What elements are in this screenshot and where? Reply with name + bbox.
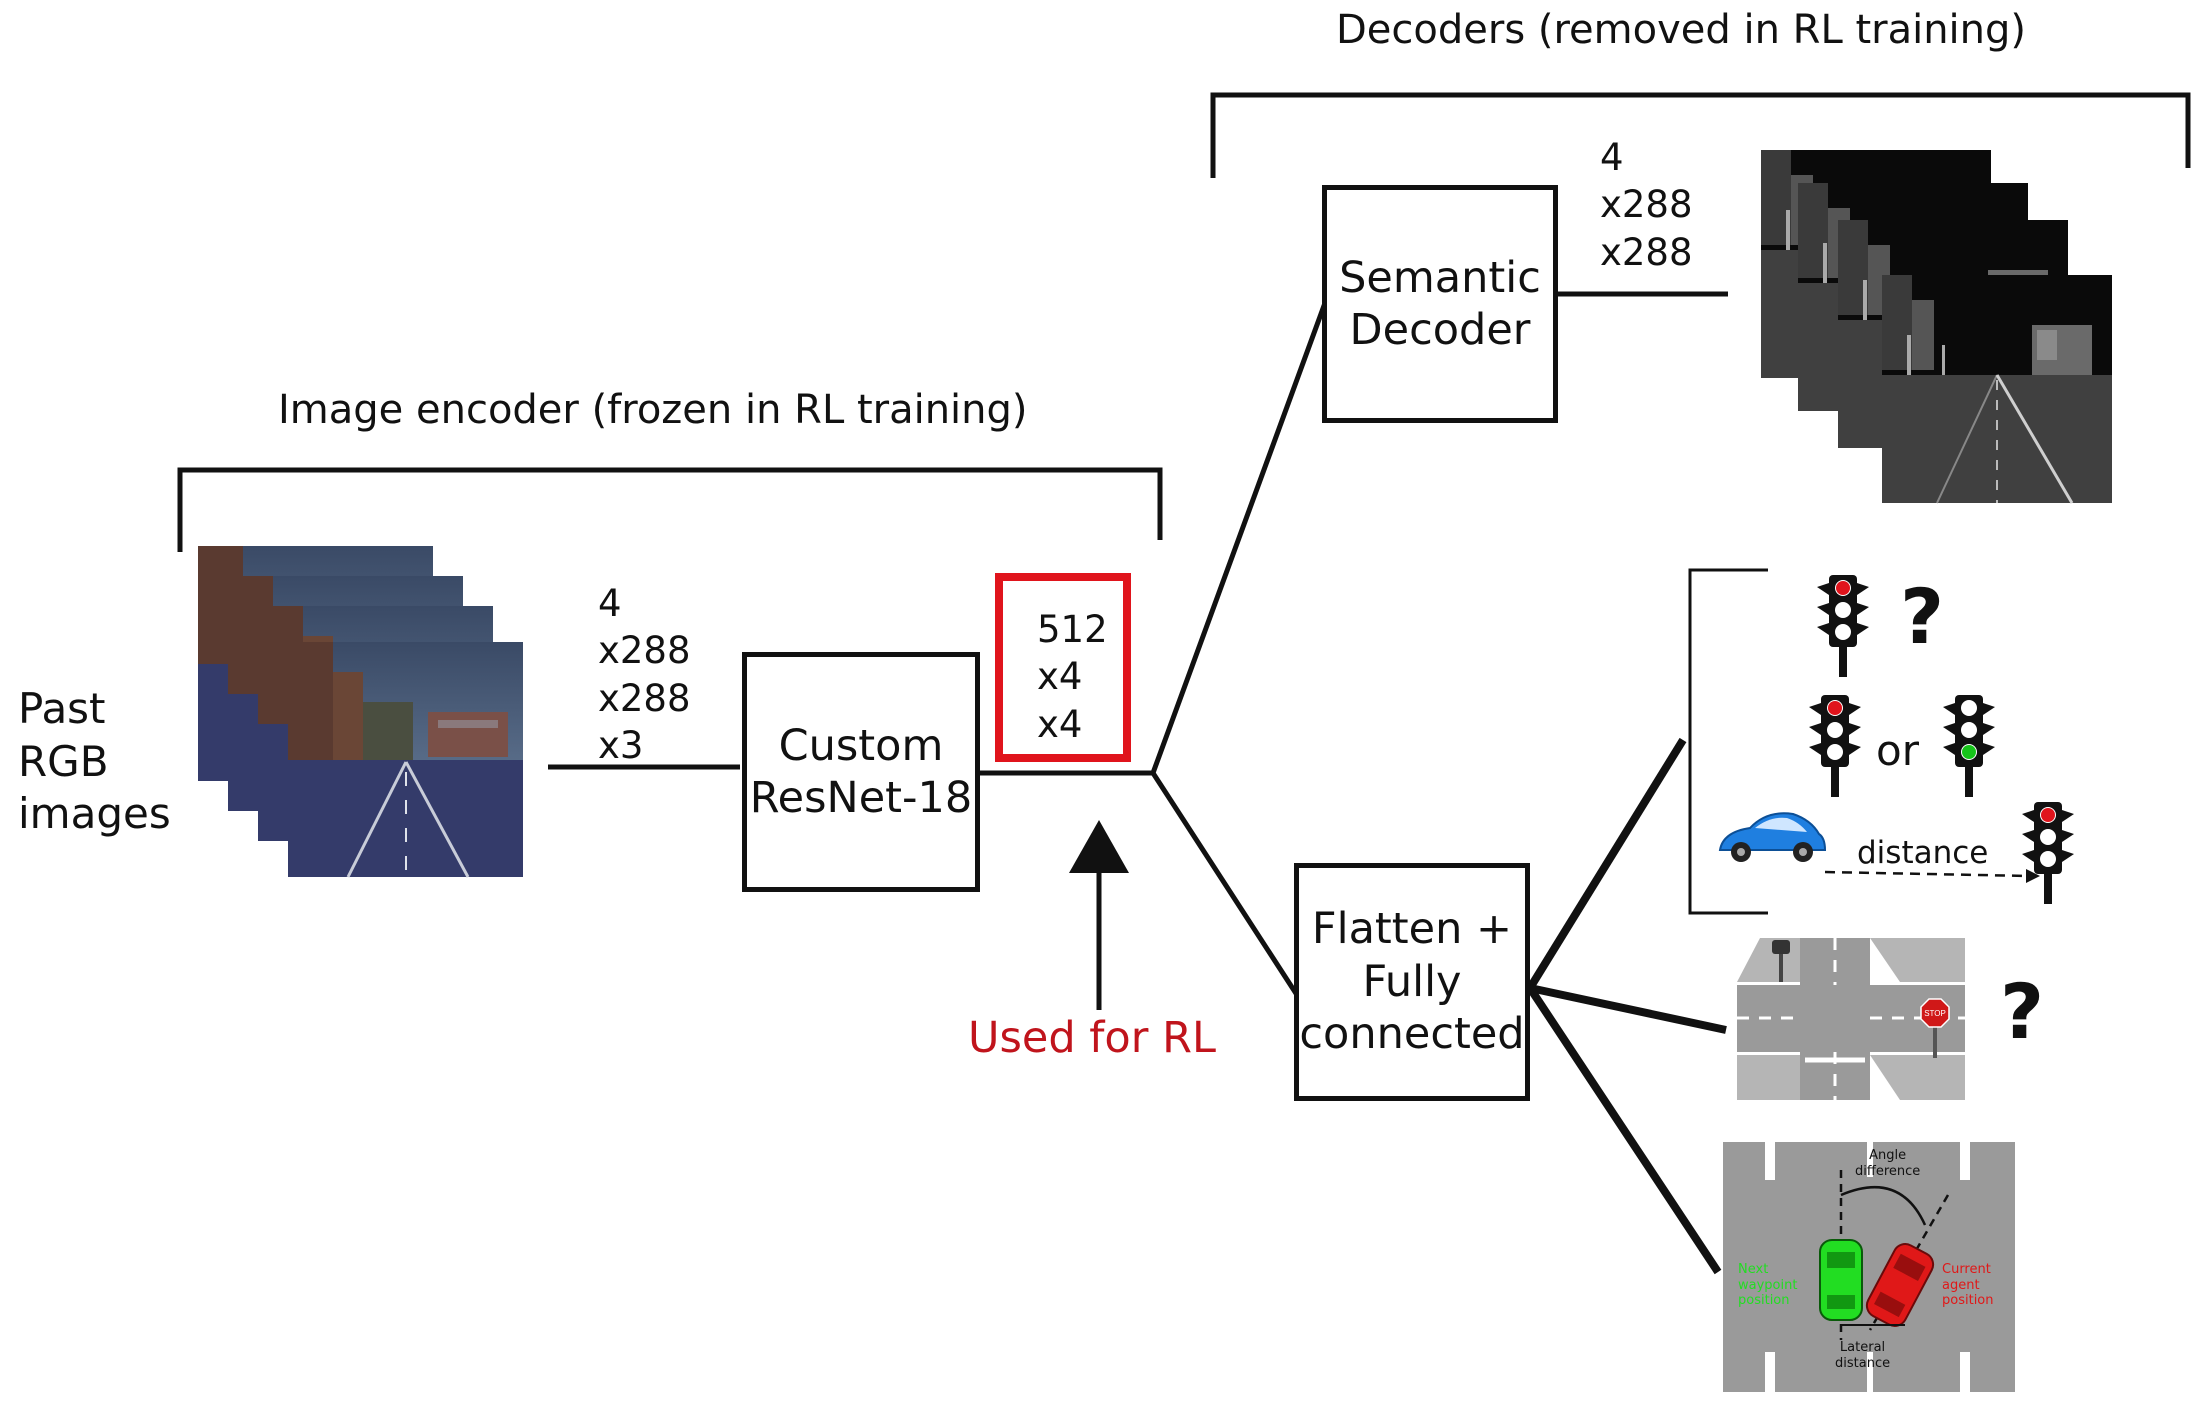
fc-branch-3 [1526, 985, 1722, 1275]
fc-branch-1 [1526, 737, 1687, 991]
branch-to-fc [1150, 771, 1300, 997]
angle-difference-label: Angle difference [1855, 1148, 1921, 1179]
waypoint-position-label: Next waypoint position [1738, 1262, 1798, 1309]
waypoint-diagram [1723, 1142, 2015, 1392]
traffic-light-icon [1817, 575, 1869, 677]
input-label: Past RGB images [18, 684, 171, 838]
latent-highlight-box [995, 573, 1131, 762]
latent-dims: 512 x4 x4 [1037, 608, 1108, 746]
decoder-bracket [1210, 92, 2191, 178]
encoder-bracket-label: Image encoder (frozen in RL training) [278, 387, 1028, 433]
stop-sign-icon: STOP [1920, 998, 1950, 1058]
resnet-box: Custom ResNet-18 [742, 652, 980, 892]
semantic-dims: 4 x288 x288 [1600, 136, 1693, 274]
traffic-light-green-icon [1943, 695, 1995, 797]
semantic-frame-stack [1759, 148, 2114, 505]
semantic-decoder-label: Semantic Decoder [1339, 252, 1541, 355]
distance-arrow [1824, 870, 2031, 878]
input-dims: 4 x288 x288 x3 [598, 582, 691, 768]
intersection-icon [1737, 938, 1965, 1100]
encoder-bracket [177, 467, 1163, 552]
branch-to-semantic [1150, 302, 1328, 774]
resnet-label: Custom ResNet-18 [749, 720, 973, 823]
stop-sign-text: STOP [1924, 1009, 1946, 1018]
fc-box: Flatten + Fully connected [1294, 863, 1530, 1101]
distance-label: distance [1857, 835, 1989, 871]
traffic-or-label: or [1876, 726, 1919, 775]
output-bracket [1688, 568, 1768, 915]
semantic-decoder-box: Semantic Decoder [1322, 185, 1558, 423]
rgb-frame-stack [196, 544, 525, 879]
traffic-light-red-icon [1809, 695, 1861, 797]
fc-label: Flatten + Fully connected [1299, 904, 1525, 1060]
fc-branch-2 [1529, 984, 1727, 1034]
blue-car-icon [1718, 812, 1827, 862]
agent-position-label: Current agent position [1942, 1262, 1994, 1309]
distance-arrow-head [2026, 869, 2040, 883]
lateral-distance-label: Lateral distance [1835, 1340, 1891, 1371]
traffic-light-far-icon [2022, 802, 2074, 904]
rl-label: Used for RL [968, 1013, 1216, 1063]
question-mark-icon-2: ? [2000, 967, 2045, 1056]
rl-arrow-head [1069, 820, 1129, 873]
question-mark-icon: ? [1900, 572, 1945, 661]
decoder-bracket-label: Decoders (removed in RL training) [1336, 7, 2027, 53]
